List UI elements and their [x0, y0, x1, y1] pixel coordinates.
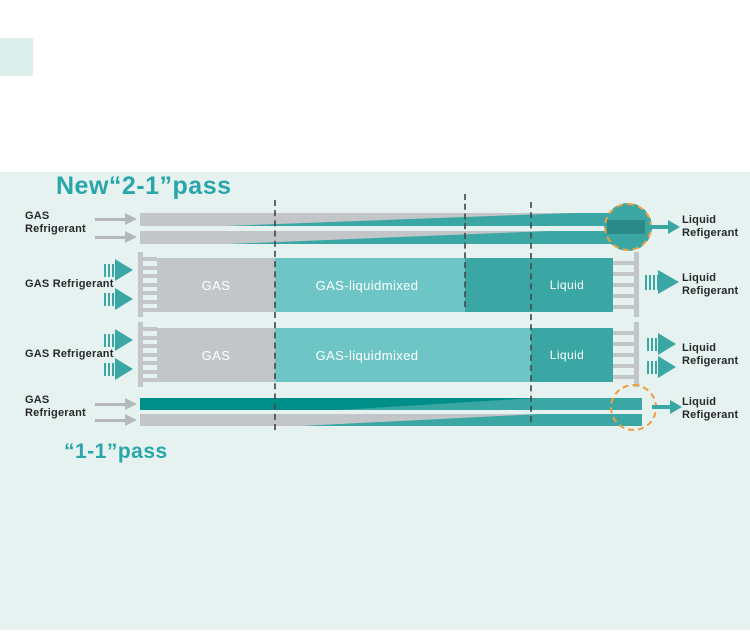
- row3-right-label: Liquid Refigerant: [682, 342, 739, 367]
- segment-liquid: [531, 328, 613, 382]
- manifold-bar: [634, 322, 639, 387]
- liquid-output-arrow-icon: [645, 270, 679, 294]
- segment-liquid-label: Liquid: [549, 278, 585, 292]
- segment-gas-liquid-mixed: [275, 258, 465, 312]
- corner-chip: [0, 38, 33, 76]
- phase-wedge: [300, 414, 642, 426]
- refrigerant-flow-arrow-icon: [104, 259, 133, 281]
- u-turn-highlight-circle: [604, 203, 652, 251]
- title-1-1-pass: “1-1”pass: [64, 440, 168, 463]
- tube-lower: [140, 414, 642, 426]
- segment-liquid: [465, 258, 613, 312]
- phase-boundary-line-right: [530, 202, 532, 422]
- segment-gas: [157, 258, 275, 312]
- tube-upper: [140, 398, 642, 410]
- segment-gas-liquid-mixed: [275, 328, 531, 382]
- title-new-2-1-pass: New“2-1”pass: [56, 172, 232, 200]
- phase-boundary-line-mid: [464, 194, 466, 307]
- segment-mixed-label: GAS-liquidmixed: [315, 278, 419, 293]
- return-pass-bar: [607, 220, 645, 234]
- manifold-rungs: [613, 261, 634, 309]
- liquid-output-arrow-icon: [650, 220, 680, 234]
- phase-boundary-line-left: [274, 200, 276, 430]
- tube-lower: [140, 231, 620, 244]
- refrigerant-flow-arrow-icon: [104, 358, 133, 380]
- phase-wedge: [228, 231, 620, 244]
- manifold-rungs: [143, 327, 157, 382]
- manifold-rungs: [613, 331, 634, 379]
- segment-gas-label: GAS: [201, 278, 231, 293]
- segment-gas-label: GAS: [201, 348, 231, 363]
- tube-upper: [140, 213, 620, 226]
- gas-input-arrow-icon: [95, 213, 137, 225]
- segment-mixed-label: GAS-liquidmixed: [315, 348, 419, 363]
- row4-left-label: GAS Refrigerant: [25, 394, 86, 419]
- gas-input-arrow-icon: [95, 231, 137, 243]
- refrigerant-flow-arrow-icon: [104, 329, 133, 351]
- phase-slab-1-1: GAS GAS-liquidmixed Liquid: [157, 328, 613, 382]
- row4-right-label: Liquid Refigerant: [682, 396, 739, 421]
- row2-left-label: GAS Refrigerant: [25, 278, 114, 290]
- manifold-rungs: [143, 257, 157, 312]
- segment-gas: [157, 328, 275, 382]
- gas-input-arrow-icon: [95, 398, 137, 410]
- refrigerant-flow-arrow-icon: [104, 288, 133, 310]
- manifold-bar: [138, 322, 143, 387]
- liquid-output-arrow-icon: [647, 333, 676, 355]
- phase-wedge: [225, 213, 620, 226]
- row1-left-label: GAS Refrigerant: [25, 210, 86, 235]
- manifold-bar: [634, 252, 639, 317]
- row1-right-label: Liquid Refigerant: [682, 214, 739, 239]
- row3-left-label: GAS Refrigerant: [25, 348, 114, 360]
- gas-input-arrow-icon: [95, 414, 137, 426]
- liquid-output-arrow-icon: [647, 356, 676, 378]
- row2-right-label: Liquid Refigerant: [682, 272, 739, 297]
- phase-wedge: [340, 398, 642, 410]
- phase-slab-2-1: GAS GAS-liquidmixed Liquid: [157, 258, 613, 312]
- liquid-output-arrow-icon: [652, 400, 682, 414]
- manifold-bar: [138, 252, 143, 317]
- outlet-highlight-circle: [610, 384, 657, 431]
- segment-liquid-label: Liquid: [549, 348, 585, 362]
